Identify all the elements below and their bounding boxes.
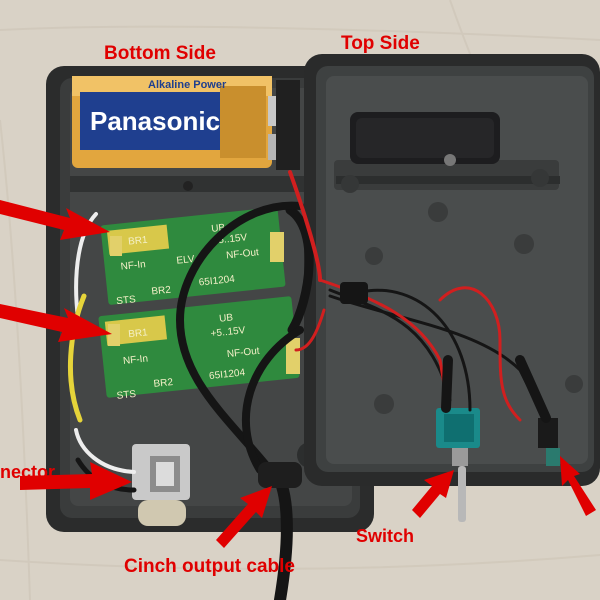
pcb1-label: NF-In	[120, 259, 146, 273]
pcb1-label: BR1	[128, 235, 149, 248]
pcb2-label: NF-Out	[226, 346, 260, 360]
label-top-side: Top Side	[341, 33, 420, 54]
pcb1-label: 65I1204	[198, 274, 236, 289]
pcb-board-2: BR1 NF-In UB +5..15V NF-Out BR2 65I1204 …	[98, 296, 300, 402]
arrow-icon	[0, 304, 112, 342]
pcb1-label: ELV	[176, 254, 196, 267]
pcb2-label: 65I1204	[209, 367, 247, 382]
battery-type: Alkaline Power	[148, 79, 227, 91]
pcb1-label: STS	[116, 294, 137, 307]
label-cinch-output-cable: Cinch output cable	[124, 556, 295, 577]
pcb2-label: +5..15V	[210, 325, 246, 340]
label-connector: nector	[0, 462, 56, 482]
input-jack-connector	[132, 444, 190, 526]
pcb1-label: NF-Out	[226, 247, 260, 261]
screw-boss	[183, 181, 193, 191]
toggle-switch	[436, 408, 480, 522]
label-bottom-side: Bottom Side	[104, 43, 216, 64]
wiring	[67, 170, 551, 600]
arrow-icon	[20, 462, 132, 500]
pcb2-label: STS	[116, 389, 137, 402]
cable-grommet	[258, 462, 302, 488]
battery-9v: Panasonic Alkaline Power	[72, 76, 300, 170]
pcb2-label: BR2	[153, 377, 174, 390]
pcb1-label: BR2	[151, 284, 172, 297]
battery-brand: Panasonic	[90, 106, 220, 136]
arrow-icon	[216, 486, 272, 548]
arrow-icon	[0, 200, 110, 240]
cable-connector	[340, 282, 368, 304]
arrow-icon	[412, 470, 454, 518]
annotation-arrows	[0, 200, 596, 548]
label-switch: Switch	[356, 526, 415, 546]
pcb2-label: NF-In	[123, 353, 149, 367]
arrow-icon	[560, 456, 596, 516]
pcb2-label: BR1	[128, 327, 149, 340]
pcb2-label: UB	[219, 312, 234, 324]
led-indicator	[538, 418, 560, 466]
